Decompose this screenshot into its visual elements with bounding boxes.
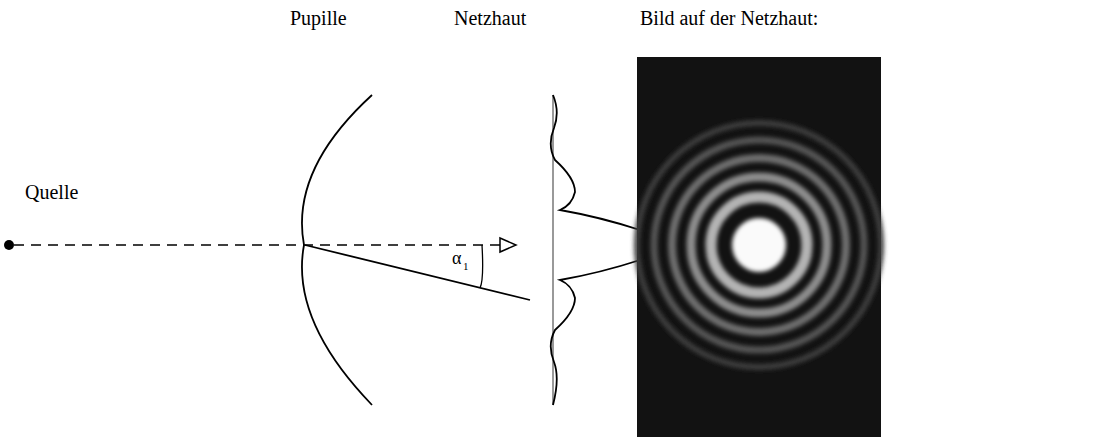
axis-arrowhead xyxy=(500,238,516,252)
retina-label: Netzhaut xyxy=(454,6,526,30)
angle-arc xyxy=(480,245,483,288)
source-label: Quelle xyxy=(25,180,78,204)
diffraction-ray xyxy=(305,245,530,300)
optical-axis xyxy=(14,244,500,246)
angle-subscript: 1 xyxy=(463,260,469,273)
airy-rings xyxy=(637,123,881,367)
image-label: Bild auf der Netzhaut: xyxy=(640,6,818,30)
airy-photo xyxy=(637,57,881,437)
source-dot xyxy=(4,240,14,250)
angle-symbol: α xyxy=(452,248,461,270)
pupil-arc xyxy=(302,95,372,405)
pupil-label: Pupille xyxy=(290,6,347,30)
